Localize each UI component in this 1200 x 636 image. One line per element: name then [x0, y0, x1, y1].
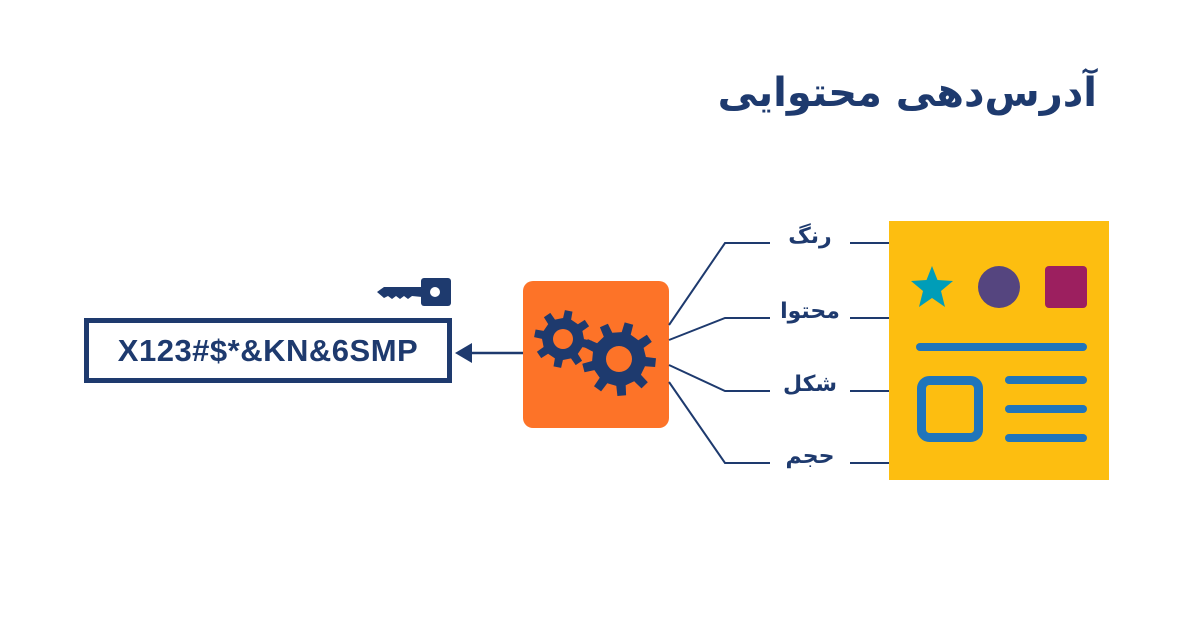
connector-lines — [668, 242, 889, 464]
key-icon — [377, 278, 451, 306]
attribute-size: حجم — [770, 444, 850, 469]
page-title: آدرس‌دهی محتوایی — [717, 70, 1097, 116]
large-gear-icon — [582, 322, 656, 396]
content-card-icon — [889, 221, 1109, 480]
circle-shape — [978, 266, 1020, 308]
star-icon — [911, 266, 953, 307]
arrow-to-hash — [455, 343, 523, 363]
gears-icon — [534, 310, 656, 396]
attribute-shape: شکل — [770, 372, 850, 397]
hash-code-box: X123#$*&KN&6SMP — [84, 318, 452, 383]
square-shape — [1045, 266, 1087, 308]
attribute-content: محتوا — [770, 299, 850, 324]
small-gear-icon — [534, 310, 592, 368]
attribute-color: رنگ — [770, 224, 850, 249]
